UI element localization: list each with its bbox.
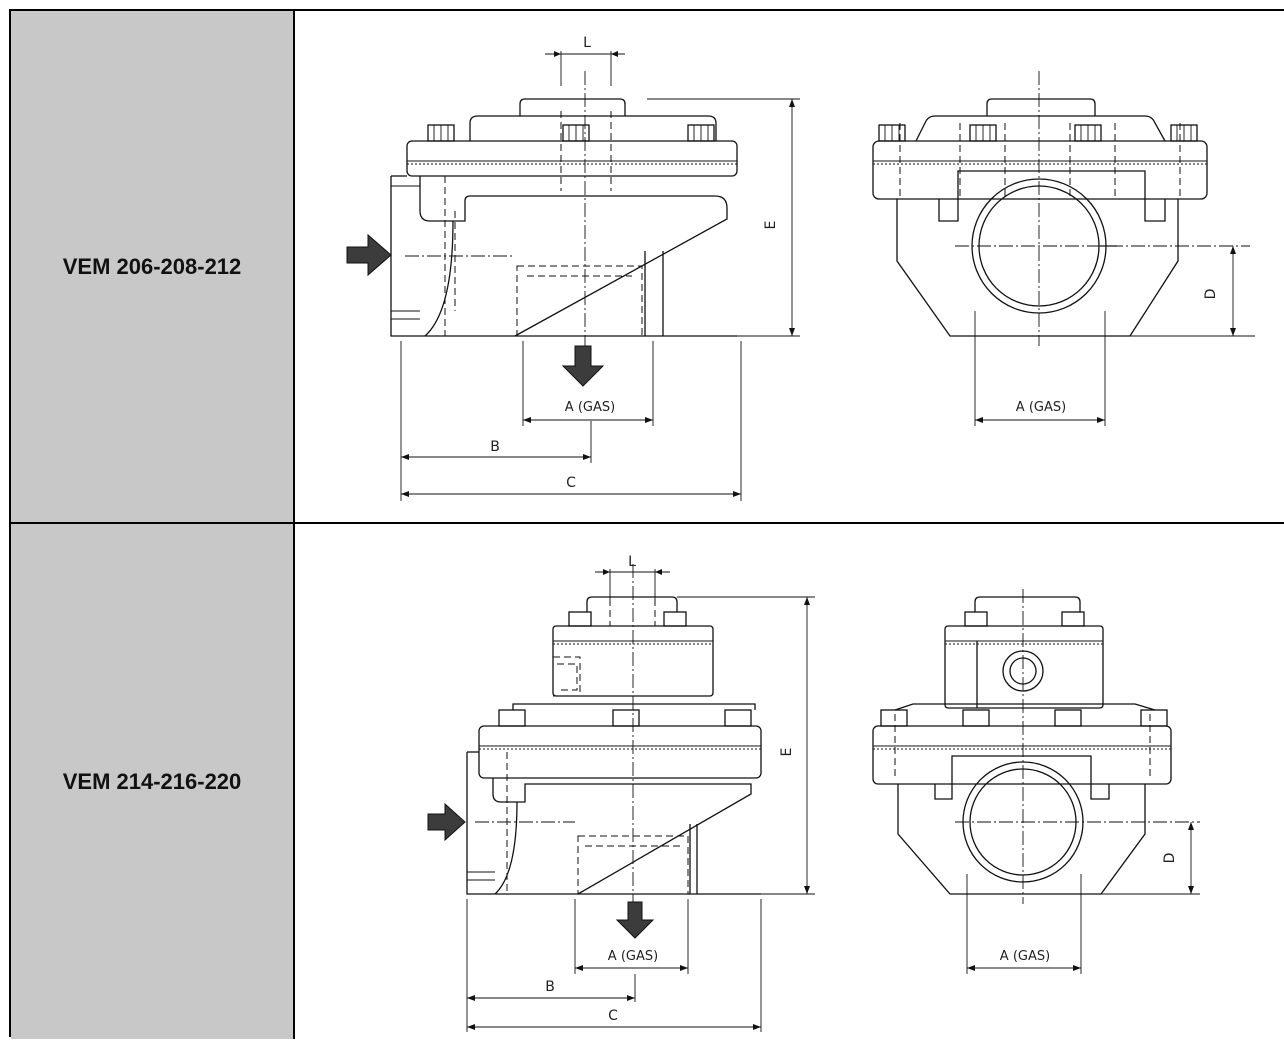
- table-row-vem-214: VEM 214-216-220: [11, 524, 1284, 1039]
- dim-d-label: D: [1162, 853, 1178, 864]
- table-row-vem-206: VEM 206-208-212: [11, 11, 1284, 524]
- outlet-arrow-icon: [561, 345, 605, 387]
- inlet-arrow-icon: [346, 233, 392, 277]
- model-cell: VEM 214-216-220: [11, 524, 295, 1039]
- side-view: L E A (GAS): [427, 554, 815, 1032]
- dim-c-label: C: [566, 475, 576, 491]
- dim-b-label: B: [545, 979, 555, 995]
- bolt-icon: [878, 124, 1198, 142]
- front-view: D A (GAS): [872, 71, 1255, 426]
- bolt-icon: [498, 709, 752, 727]
- front-view: D A (GAS): [872, 589, 1200, 974]
- bolt-icon: [427, 124, 715, 142]
- dim-e-label: E: [779, 748, 795, 757]
- outlet-arrow-icon: [615, 901, 655, 939]
- dim-b-label: B: [490, 439, 500, 455]
- inlet-arrow-icon: [427, 802, 466, 842]
- valve-dimension-table: VEM 206-208-212: [9, 9, 1284, 1039]
- bolt-icon: [880, 709, 1168, 727]
- dim-a-label: A (GAS): [608, 949, 658, 964]
- bolt-icon: [964, 611, 1085, 627]
- dim-l-label: L: [583, 35, 591, 51]
- model-cell: VEM 206-208-212: [11, 11, 295, 522]
- side-view: L E A (GAS): [346, 35, 800, 501]
- dim-a-front-label: A (GAS): [1000, 949, 1050, 964]
- dim-c-label: C: [608, 1008, 618, 1024]
- dim-d-label: D: [1203, 289, 1219, 300]
- model-label: VEM 214-216-220: [62, 768, 242, 794]
- valve-drawing-vem-206: L E A (GAS): [346, 35, 1255, 501]
- drawing-cell: L E A (GAS): [295, 524, 1284, 1039]
- dim-a-front-label: A (GAS): [1016, 400, 1066, 415]
- bolt-icon: [568, 611, 687, 627]
- model-label: VEM 206-208-212: [62, 253, 242, 279]
- dim-l-label: L: [628, 554, 636, 570]
- dim-a-label: A (GAS): [565, 400, 615, 415]
- valve-drawing-vem-214: L E A (GAS): [427, 554, 1200, 1032]
- drawing-cell: L E A (GAS): [295, 11, 1284, 522]
- dim-e-label: E: [763, 221, 779, 230]
